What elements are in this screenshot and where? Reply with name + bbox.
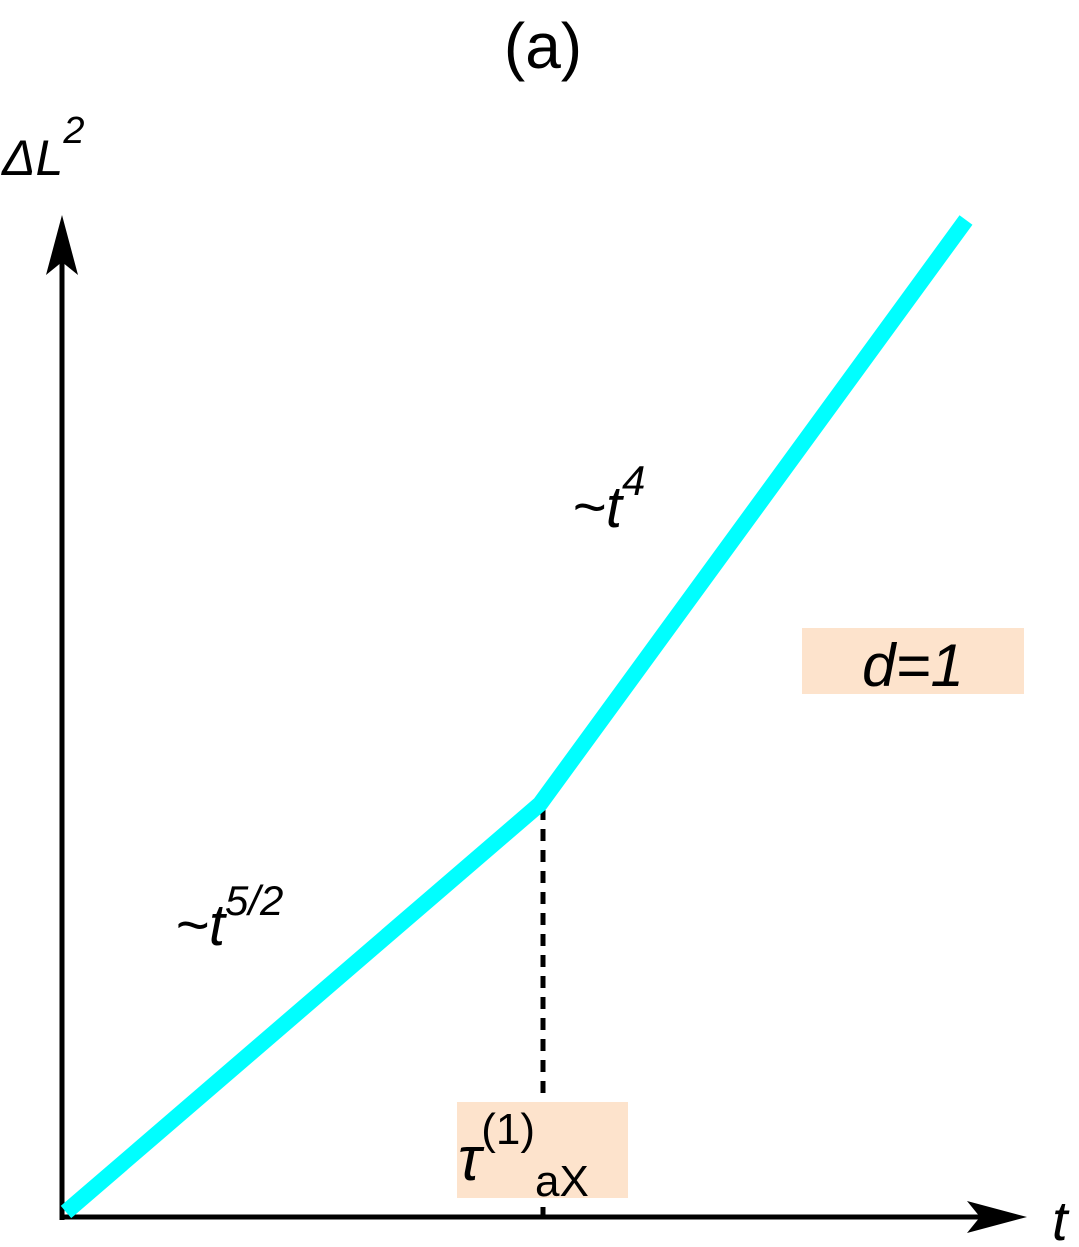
dimension-box <box>802 628 1024 694</box>
growth-curve <box>60 215 973 1219</box>
late-slope-label: ~t4 <box>572 457 645 540</box>
y-axis-label: ΔL2 <box>1 110 85 186</box>
x-axis-arrow-icon <box>967 1201 1027 1233</box>
early-slope-label: ~t5/2 <box>175 877 283 958</box>
crossover-label: τ(1)aX <box>458 1105 589 1206</box>
x-axis-label: t <box>1052 1189 1070 1247</box>
crossover-box <box>457 1102 628 1198</box>
y-axis-arrow-icon <box>46 215 78 275</box>
panel-title: (a) <box>504 10 582 82</box>
dimension-label: d=1 <box>862 632 964 699</box>
